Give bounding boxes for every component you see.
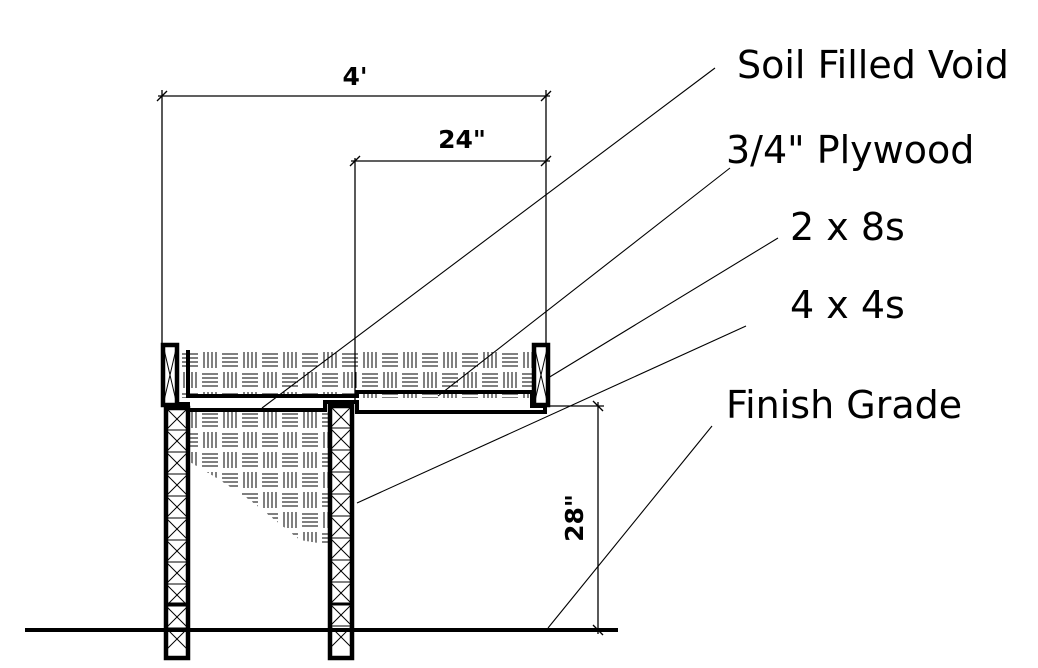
post-right-hatch: [329, 581, 353, 605]
leader-lines: [261, 67, 779, 629]
joist-left: [160, 342, 180, 408]
dimension-overall-width: 4': [156, 62, 552, 345]
post-left-hatch: [165, 429, 189, 453]
leader-posts: [356, 325, 747, 504]
post-left-hatch: [165, 407, 189, 431]
post-left-hatch: [165, 605, 189, 629]
post-right-hatch: [329, 449, 353, 473]
callout-2x8s: 2 x 8s: [790, 205, 905, 249]
soil-fill: [176, 352, 532, 545]
post-left: [163, 405, 191, 661]
post-left-hatch: [165, 473, 189, 497]
post-right-hatch: [329, 427, 353, 451]
leader-joists: [547, 237, 779, 379]
post-left-hatch: [165, 583, 189, 607]
post-left-body: [163, 405, 191, 661]
post-left-hatch: [165, 517, 189, 541]
dimension-height-label: 28": [560, 494, 589, 542]
callout-4x4s: 4 x 4s: [790, 283, 905, 327]
joist-right: [531, 342, 551, 408]
callout-finish-grade: Finish Grade: [726, 383, 962, 427]
post-left-hatch: [165, 539, 189, 563]
dimension-overall-width-label: 4': [342, 62, 367, 91]
post-right: [327, 403, 355, 661]
callout-soil-filled-void: Soil Filled Void: [737, 43, 1009, 87]
post-right-hatch: [329, 537, 353, 561]
leader-plywood: [437, 167, 731, 397]
post-right-body: [327, 403, 355, 661]
post-right-hatch: [329, 559, 353, 583]
dimension-inner-width: 24": [349, 125, 552, 400]
dimension-height: 28": [548, 400, 604, 636]
post-right-hatch: [329, 515, 353, 539]
post-left-hatch: [165, 495, 189, 519]
callout-plywood: 3/4" Plywood: [726, 128, 974, 172]
dimension-inner-width-label: 24": [438, 125, 486, 154]
post-right-hatch: [329, 405, 353, 429]
leader-grade: [547, 425, 713, 629]
post-left-hatch: [165, 451, 189, 475]
post-right-hatch: [329, 493, 353, 517]
post-right-hatch: [329, 603, 353, 627]
leader-soil: [261, 67, 716, 409]
post-left-hatch: [165, 561, 189, 585]
post-right-hatch: [329, 471, 353, 495]
